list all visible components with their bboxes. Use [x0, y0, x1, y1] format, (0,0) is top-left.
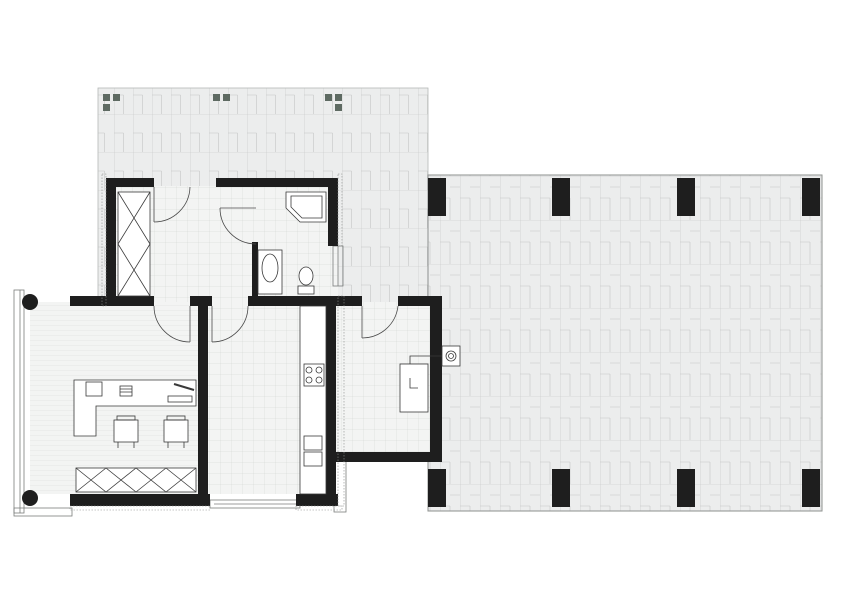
- bathtub-icon: [257, 249, 283, 295]
- grill-icon: [441, 345, 461, 367]
- bathroom-door: [219, 207, 257, 245]
- walls: [70, 178, 442, 506]
- column-icon: [428, 178, 820, 507]
- toilet-icon: [297, 266, 315, 295]
- planter-left: [103, 94, 120, 111]
- printer: [119, 385, 133, 397]
- sideboard: [75, 467, 197, 493]
- storage-door: [361, 305, 399, 339]
- living-room-door: [153, 305, 191, 343]
- planter-right: [325, 94, 342, 111]
- keyboard: [173, 383, 195, 391]
- wardrobe: [117, 191, 151, 297]
- east-terrace: [427, 174, 823, 512]
- entrance-door: [153, 186, 191, 223]
- sink-icon: [303, 435, 323, 467]
- planter-middle: [213, 94, 230, 101]
- shelf: [167, 395, 193, 403]
- cooktop-icon: [303, 363, 325, 387]
- shower-icon: [285, 191, 327, 223]
- column-icon: [22, 294, 38, 506]
- kitchen-counter: [299, 305, 327, 495]
- chair-icon: [113, 415, 139, 448]
- wall-insulation: [69, 173, 345, 511]
- chair-icon: [163, 415, 189, 448]
- living-furniture: [73, 379, 197, 493]
- doors: [153, 186, 399, 343]
- storage-fixtures: [399, 345, 461, 413]
- monitor: [85, 381, 103, 397]
- kitchen-door: [211, 305, 249, 343]
- glazing: [13, 245, 347, 517]
- desk: [73, 379, 197, 437]
